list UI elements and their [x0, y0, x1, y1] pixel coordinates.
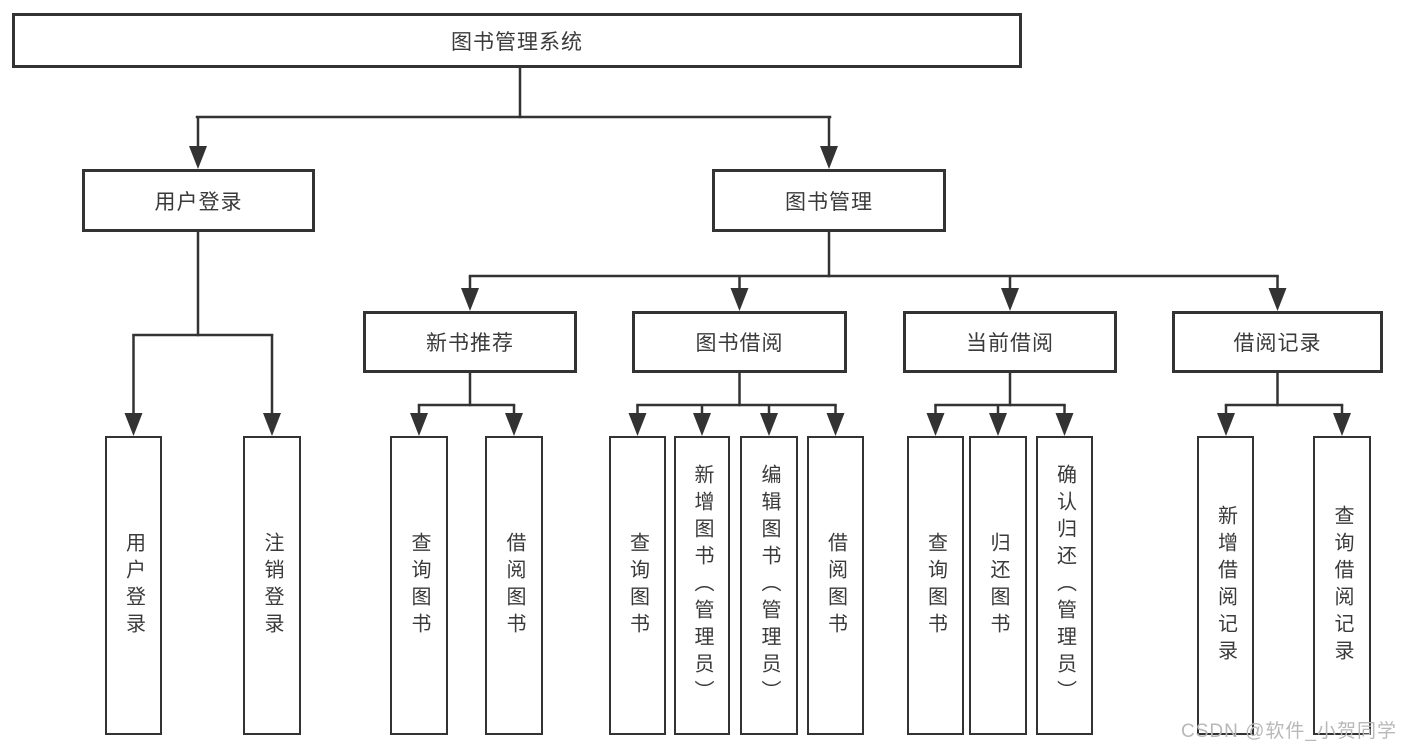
- watermark-text: CSDN @软件_小贺同学: [1181, 721, 1397, 742]
- node-book-management: 图书管理: [712, 169, 946, 232]
- leaf-query-borrow-record: 查询借阅记录: [1313, 436, 1371, 735]
- node-user-login-label: 用户登录: [154, 190, 243, 214]
- node-current-borrowing-label: 当前借阅: [966, 332, 1054, 355]
- leaf-confirm-return-admin-label: 确认归还（管理员）: [1053, 464, 1076, 707]
- node-book-borrowing-label: 图书借阅: [695, 332, 784, 355]
- node-current-borrowing: 当前借阅: [903, 311, 1117, 373]
- leaf-add-borrow-record-label: 新增借阅记录: [1214, 504, 1237, 667]
- leaf-edit-books-admin: 编辑图书（管理员）: [740, 436, 798, 735]
- leaf-query-books-borrowing-label: 查询图书: [626, 531, 649, 640]
- node-root-label: 图书管理系统: [451, 30, 583, 54]
- node-new-book-recommend-label: 新书推荐: [426, 332, 514, 355]
- leaf-query-books-borrowing: 查询图书: [609, 436, 666, 735]
- leaf-logout-label: 注销登录: [261, 531, 283, 640]
- leaf-user-login-label: 用户登录: [122, 531, 145, 640]
- leaf-query-books-current: 查询图书: [907, 436, 964, 735]
- leaf-return-books: 归还图书: [969, 436, 1027, 735]
- node-new-book-recommend: 新书推荐: [363, 311, 577, 373]
- node-borrowing-records: 借阅记录: [1172, 311, 1383, 373]
- node-user-login: 用户登录: [82, 169, 315, 232]
- node-book-borrowing: 图书借阅: [632, 311, 847, 373]
- leaf-query-books-current-label: 查询图书: [924, 531, 947, 640]
- leaf-borrow-books-recommend-label: 借阅图书: [503, 531, 525, 640]
- leaf-user-login: 用户登录: [105, 436, 162, 735]
- leaf-return-books-label: 归还图书: [987, 531, 1009, 640]
- leaf-edit-books-admin-label: 编辑图书（管理员）: [758, 464, 780, 707]
- leaf-logout: 注销登录: [243, 436, 301, 735]
- leaf-borrow-books-borrowing-label: 借阅图书: [824, 531, 847, 640]
- leaf-add-books-admin-label: 新增图书（管理员）: [691, 464, 713, 707]
- leaf-add-books-admin: 新增图书（管理员）: [674, 436, 730, 735]
- leaf-borrow-books-borrowing: 借阅图书: [807, 436, 864, 735]
- leaf-query-books-recommend-label: 查询图书: [408, 531, 430, 640]
- leaf-add-borrow-record: 新增借阅记录: [1197, 436, 1254, 735]
- leaf-query-books-recommend: 查询图书: [390, 436, 448, 735]
- node-borrowing-records-label: 借阅记录: [1233, 332, 1322, 355]
- node-root: 图书管理系统: [12, 13, 1022, 68]
- leaf-borrow-books-recommend: 借阅图书: [485, 436, 543, 735]
- leaf-confirm-return-admin: 确认归还（管理员）: [1036, 436, 1093, 735]
- node-book-management-label: 图书管理: [785, 190, 873, 214]
- leaf-query-borrow-record-label: 查询借阅记录: [1331, 504, 1353, 667]
